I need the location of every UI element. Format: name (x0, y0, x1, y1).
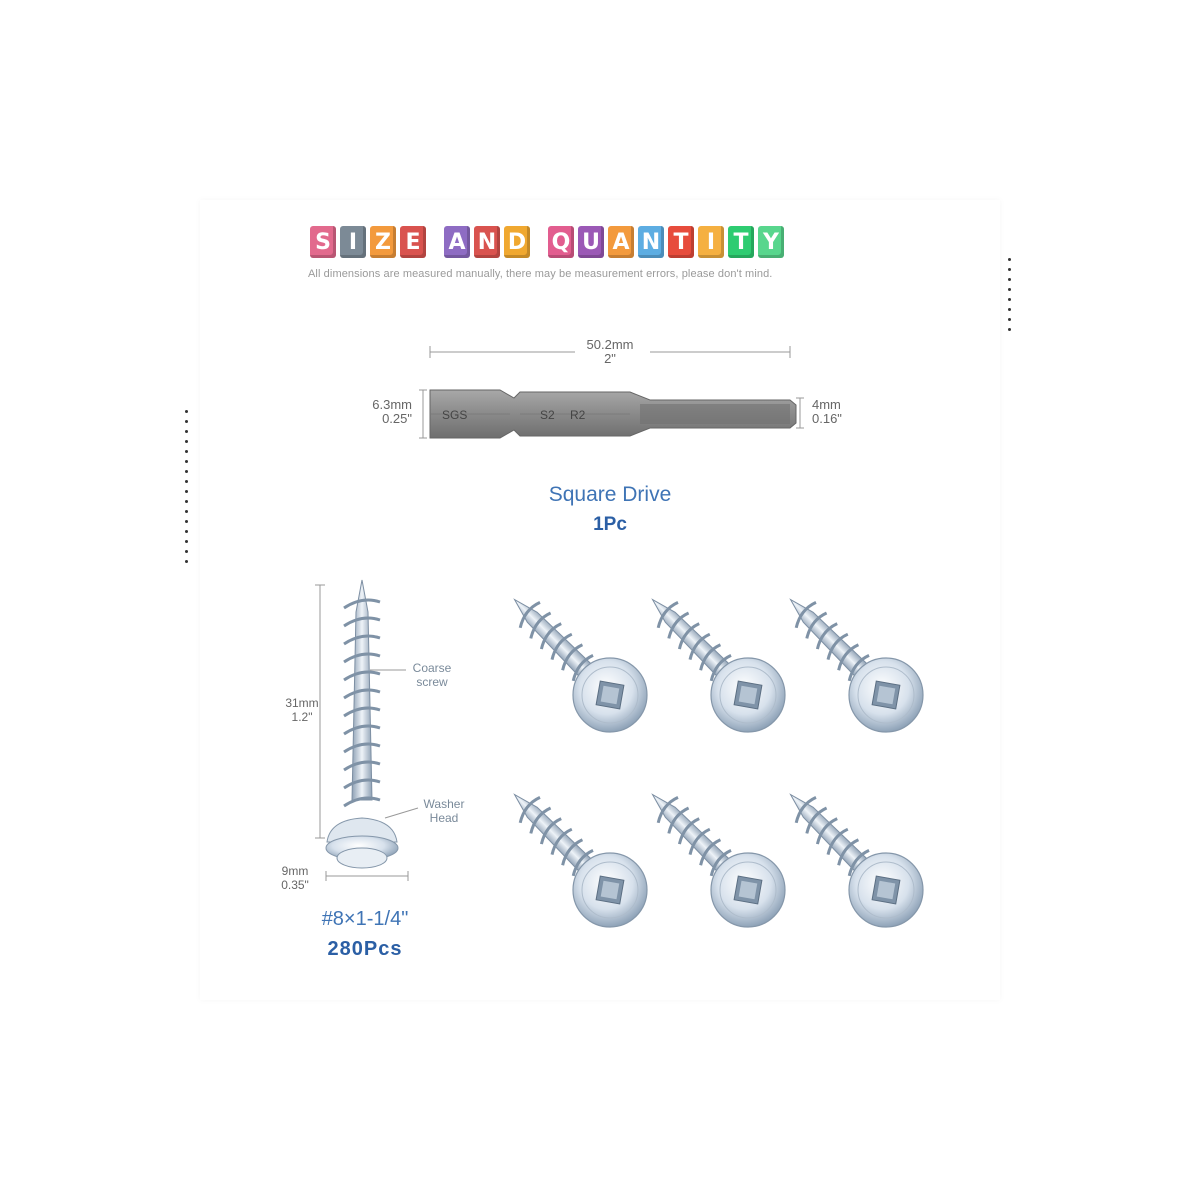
decorative-dot (1008, 258, 1011, 261)
title-letter-tile: Q (548, 226, 574, 258)
bit-tip-mm: 4mm (812, 397, 841, 412)
screw-head-mm: 9mm (281, 864, 309, 878)
title-letter-tile: E (400, 226, 426, 258)
decorative-dot (185, 420, 188, 423)
screw-item (513, 793, 648, 928)
screw-thread (343, 778, 381, 790)
screw-length-label: 31mm 1.2" (272, 696, 332, 724)
bit-shank-mm: 6.3mm (372, 397, 412, 412)
bit-shank-dimension (419, 389, 427, 439)
screw-size-label: #8×1-1/4" (321, 908, 409, 930)
screw-head-label: 9mm 0.35" (268, 864, 322, 892)
title-letter-tile: N (638, 226, 664, 258)
screw-thread (343, 616, 381, 628)
decorative-dot (185, 510, 188, 513)
bit-engraving-brand: SGS (442, 408, 467, 422)
bit-length-in: 2" (604, 351, 616, 366)
callout-lines (370, 669, 419, 819)
title-letter-tile: T (728, 226, 754, 258)
decorative-dot (185, 440, 188, 443)
title-letter-tile: I (698, 226, 724, 258)
bit-length-dimension (429, 346, 791, 358)
screw-thread (343, 598, 381, 610)
decorative-dot (185, 500, 188, 503)
title-letter-tile: A (444, 226, 470, 258)
screw-thread (343, 742, 381, 754)
title-letter-tile: U (578, 226, 604, 258)
screw-item (651, 793, 786, 928)
bit-engraving-material: S2 (540, 408, 555, 422)
decorative-dot (185, 530, 188, 533)
decorative-dot (1008, 268, 1011, 271)
screw-grid (513, 598, 924, 928)
decorative-dot (185, 460, 188, 463)
screw-length-dimension (315, 584, 325, 839)
side-view-screw (325, 579, 399, 869)
decorative-dot (185, 560, 188, 563)
decorative-dot (1008, 318, 1011, 321)
decorative-dot (185, 490, 188, 493)
bit-tip-dimension (796, 397, 804, 429)
decorative-dots-left (185, 410, 188, 570)
screw-item (789, 598, 924, 733)
title-letter-tile: I (340, 226, 366, 258)
decorative-dots-right (1008, 258, 1011, 338)
title-letter-tile: Z (370, 226, 396, 258)
screw-length-in: 1.2" (291, 710, 313, 724)
decorative-dot (185, 470, 188, 473)
screw-thread (343, 634, 381, 646)
screw-item (513, 598, 648, 733)
screw-thread (343, 688, 381, 700)
screw-length-mm: 31mm (285, 696, 319, 710)
bit-tip-in: 0.16" (812, 411, 842, 426)
washer-head-callout: Washer Head (412, 797, 476, 825)
title-letter-tile: A (608, 226, 634, 258)
screw-head-dimension (325, 871, 409, 881)
screw-thread (343, 724, 381, 736)
screw-head-in: 0.35" (281, 878, 309, 892)
washer-head-label-1: Washer (423, 797, 465, 811)
decorative-dot (185, 450, 188, 453)
bit-length-label: 50.2mm 2" (560, 338, 660, 366)
screw-thread (343, 670, 381, 682)
bit-shank-in: 0.25" (382, 411, 412, 426)
screw-item (789, 793, 924, 928)
screw-thread (343, 706, 381, 718)
decorative-dot (1008, 308, 1011, 311)
title-letter-tile: S (310, 226, 336, 258)
screw-thread (343, 760, 381, 772)
bit-length-mm: 50.2mm (586, 337, 634, 352)
decorative-dot (185, 520, 188, 523)
coarse-thread-label-2: screw (416, 675, 448, 689)
measurement-disclaimer: All dimensions are measured manually, th… (308, 268, 773, 280)
square-drive-bit: SGS S2 R2 (429, 389, 797, 439)
coarse-thread-callout: Coarse screw (402, 661, 462, 689)
screw-thread (343, 652, 381, 664)
bit-tip-label: 4mm 0.16" (812, 398, 872, 426)
decorative-dot (185, 410, 188, 413)
title-letter-tile: D (504, 226, 530, 258)
bit-engraving-size: R2 (570, 408, 586, 422)
decorative-dot (185, 550, 188, 553)
decorative-dot (1008, 328, 1011, 331)
decorative-dot (185, 480, 188, 483)
bit-quantity-label: 1Pc (593, 514, 627, 535)
decorative-dot (185, 430, 188, 433)
decorative-dot (1008, 278, 1011, 281)
title-letter-tile: T (668, 226, 694, 258)
decorative-dot (1008, 288, 1011, 291)
screw-thread (343, 796, 381, 808)
washer-head-label-2: Head (429, 811, 459, 825)
title-letter-tile: Y (758, 226, 784, 258)
decorative-dot (1008, 298, 1011, 301)
title-letter-tile: N (474, 226, 500, 258)
screw-quantity-label: 280Pcs (327, 938, 403, 960)
screw-item (651, 598, 786, 733)
decorative-dot (185, 540, 188, 543)
bit-shank-label: 6.3mm 0.25" (350, 398, 412, 426)
bit-type-label: Square Drive (548, 483, 672, 506)
coarse-thread-label-1: Coarse (412, 661, 452, 675)
